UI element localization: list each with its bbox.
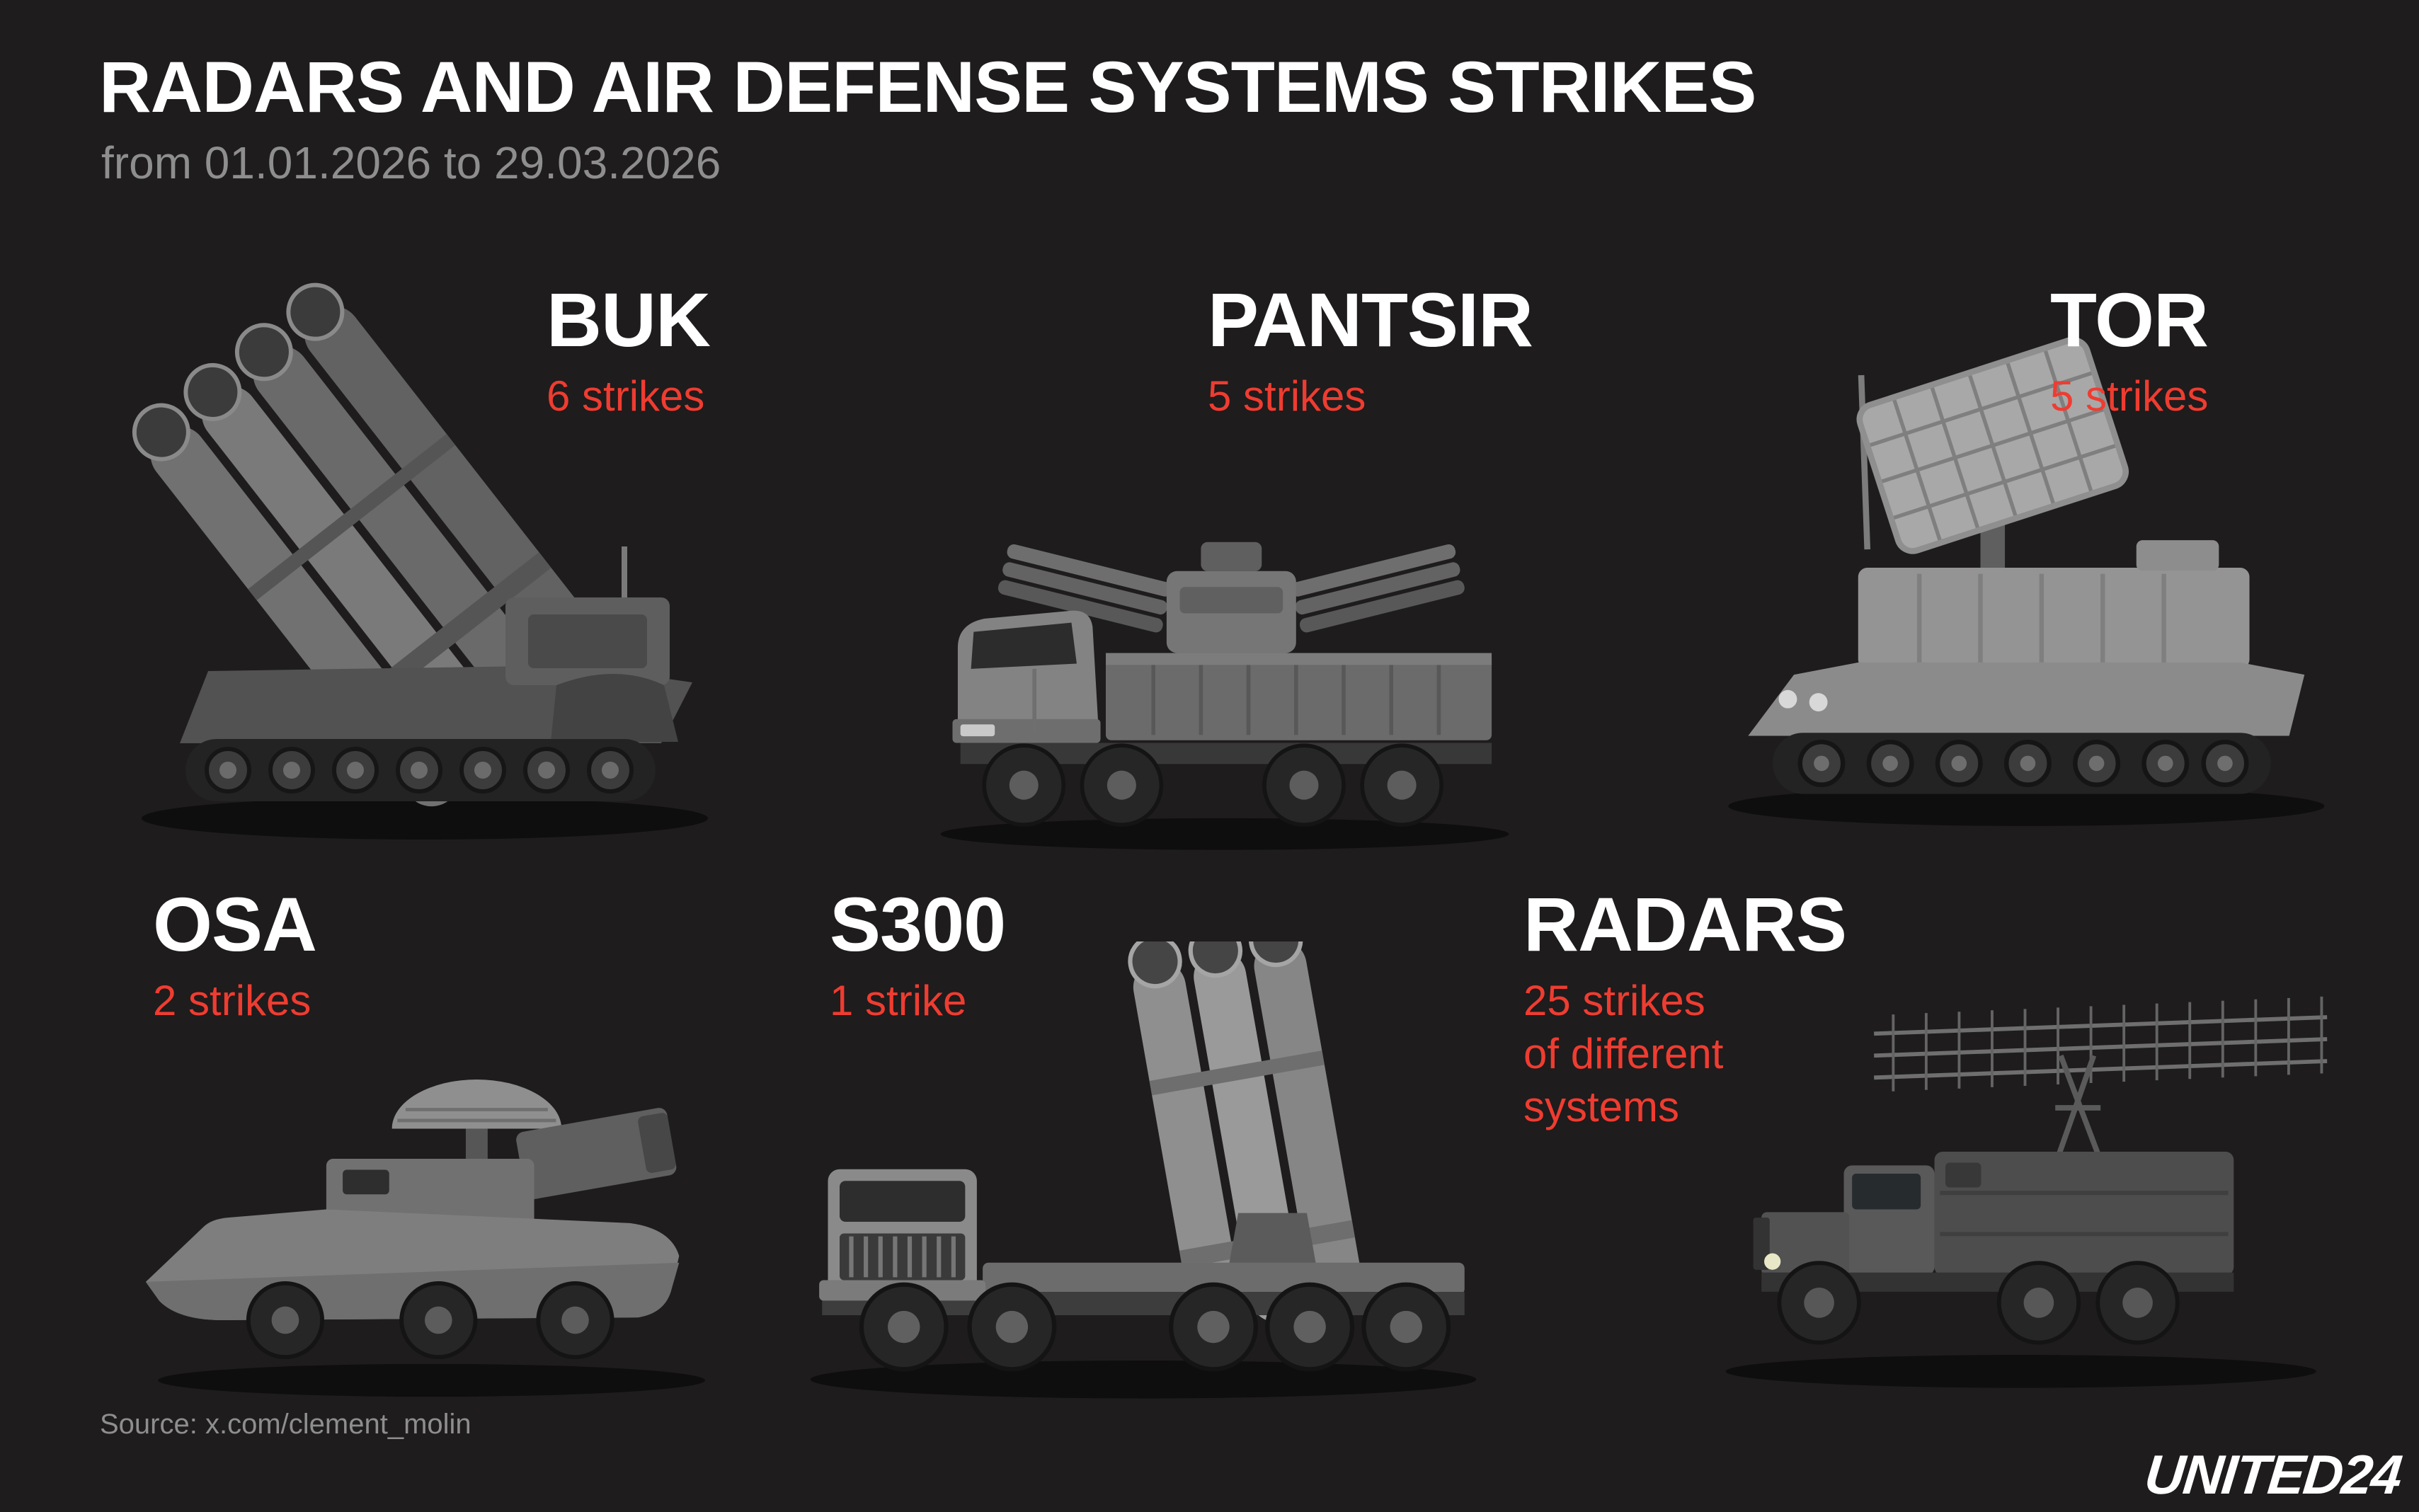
pantsir-truck-icon <box>871 460 1579 857</box>
osa-label: OSA 2 strikes <box>153 881 317 1027</box>
system-name-radars: RADARS <box>1523 881 1847 967</box>
osa-system-icon <box>124 995 726 1405</box>
radar-truck-icon <box>1649 949 2379 1402</box>
system-name-osa: OSA <box>153 881 317 967</box>
date-range-subtitle: from 01.01.2026 to 29.03.2026 <box>101 137 721 188</box>
s300-launcher-icon <box>761 941 1526 1409</box>
strike-count-radars: 25 strikes of different systems <box>1523 977 1724 1130</box>
tor-system-icon <box>1678 304 2350 849</box>
system-name-buk: BUK <box>547 277 711 362</box>
s300-label: S300 1 strike <box>830 881 1006 1027</box>
strike-count-tor: 5 strikes <box>2050 372 2209 420</box>
buk-label: BUK 6 strikes <box>547 277 711 423</box>
strike-count-osa: 2 strikes <box>153 977 311 1024</box>
radars-label: RADARS 25 strikes of different systems <box>1523 886 1920 1133</box>
pantsir-label: PANTSIR 5 strikes <box>1208 282 1533 423</box>
system-name-s300: S300 <box>830 881 1006 967</box>
source-credit: Source: x.com/clement_molin <box>100 1409 471 1440</box>
page-title: RADARS AND AIR DEFENSE SYSTEMS STRIKES <box>99 47 1756 127</box>
tor-label: TOR 5 strikes <box>2050 277 2209 423</box>
strike-count-pantsir: 5 strikes <box>1208 372 1366 420</box>
strike-count-s300: 1 strike <box>830 977 967 1024</box>
system-name-pantsir: PANTSIR <box>1208 277 1533 362</box>
system-name-tor: TOR <box>2050 277 2209 362</box>
united24-logo: UNITED24 <box>2141 1443 2404 1506</box>
buk-launcher-icon <box>106 255 729 849</box>
strike-count-buk: 6 strikes <box>547 372 705 420</box>
